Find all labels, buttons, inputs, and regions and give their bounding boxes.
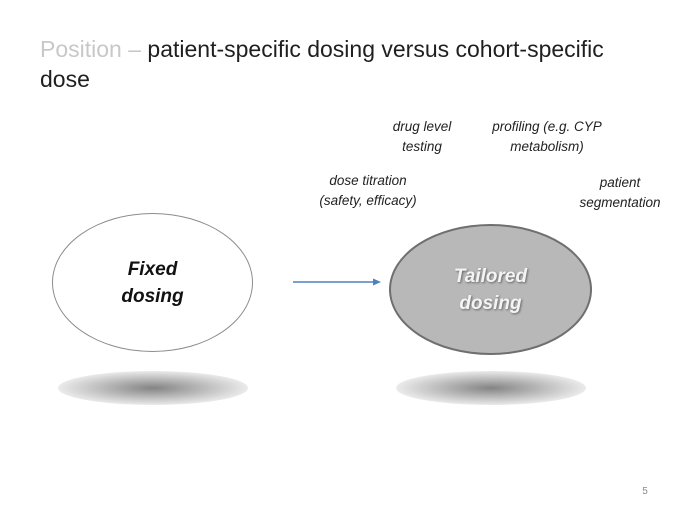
fixed-dosing-label-line: dosing [121,285,184,307]
tailored-dosing-label-line: Tailored [453,265,528,287]
title-prefix: Position – [40,36,142,62]
page-number: 5 [642,486,648,497]
annotation-line: drug level [392,119,452,134]
annotation-line: testing [402,139,442,154]
annotation-patient-segmentation: patient segmentation [560,173,680,213]
tailored-dosing-label-line: dosing [459,292,522,314]
annotation-line: (safety, efficacy) [319,193,417,208]
slide-title: Position – patient-specific dosing versu… [40,34,660,94]
annotation-line: metabolism) [510,139,584,154]
fixed-dosing-shadow [58,371,248,405]
annotation-line: segmentation [579,195,661,210]
tailored-dosing-ellipse: Tailored dosing [389,224,592,355]
tailored-dosing-shadow [396,371,586,405]
annotation-line: patient [599,175,641,190]
fixed-dosing-label-line: Fixed [127,258,178,280]
annotation-dose-titration: dose titration (safety, efficacy) [301,171,435,211]
annotation-drug-level-testing: drug level testing [372,117,472,157]
annotation-line: dose titration [329,173,407,188]
fixed-dosing-ellipse: Fixed dosing [52,213,253,352]
annotation-profiling: profiling (e.g. CYP metabolism) [474,117,620,157]
annotation-line: profiling (e.g. CYP [492,119,602,134]
right-arrow-icon [293,278,381,286]
title-main: patient-specific dosing versus cohort-sp… [40,36,604,92]
